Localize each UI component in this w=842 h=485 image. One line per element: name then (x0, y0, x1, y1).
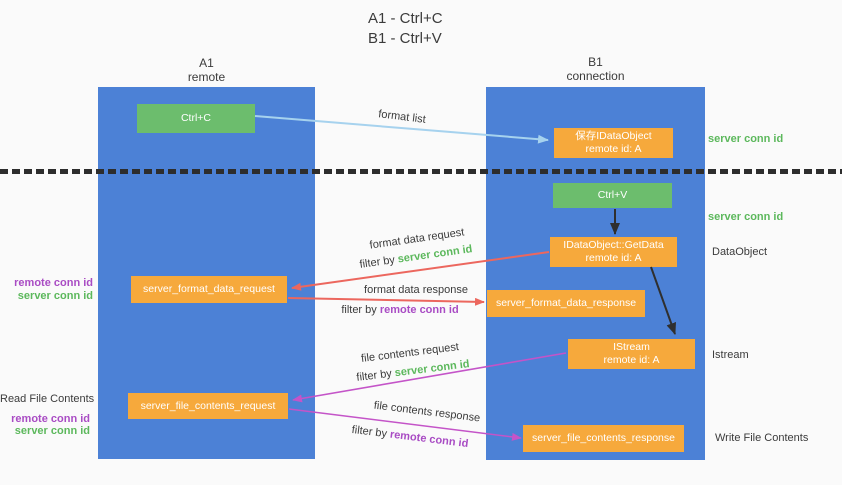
filter-by-text: filter by (341, 304, 380, 316)
node-server-format-data-request: server_format_data_request (131, 276, 287, 303)
filter-by-text: filter by (358, 253, 399, 271)
dotted-divider (0, 169, 842, 174)
filter-by-text: filter by (355, 367, 396, 384)
label-file-contents-response: file contents response (373, 399, 481, 425)
annotation-dataobject: DataObject (712, 246, 768, 258)
file-response-label: server_file_contents_response (531, 432, 675, 444)
label-filter-by-remote-conn-id-1: filter by remote conn id (335, 304, 465, 316)
file-request-label: server_file_contents_request (140, 399, 276, 412)
column-a-role: remote (187, 70, 226, 84)
column-a-header: A1 remote (98, 56, 315, 84)
remote-conn-id-text: remote conn id (389, 428, 469, 451)
node-server-file-contents-response: server_file_contents_response (523, 425, 684, 452)
annotation-istream: Istream (712, 349, 749, 361)
istream-line1: IStream (613, 341, 650, 353)
column-b-name: B1 (588, 55, 603, 69)
node-save-idataobject: 保存IDataObject remote id: A (554, 128, 673, 158)
diagram-title: A1 - Ctrl+C B1 - Ctrl+V (368, 9, 443, 49)
node-ctrl-c: Ctrl+C (137, 104, 255, 133)
annotation-server-conn-id-mid: server conn id (708, 211, 784, 223)
server-conn-id-label: server conn id (14, 425, 90, 437)
istream-line2: remote id: A (603, 354, 660, 366)
node-server-file-contents-request: server_file_contents_request (128, 393, 288, 419)
annotation-read-file-contents-block: Read File Contents remote conn id server… (0, 393, 95, 437)
annotation-server-conn-id-top: server conn id (708, 133, 784, 145)
node-server-format-data-response: server_format_data_response (487, 290, 645, 317)
save-idataobject-line1: 保存IDataObject (575, 130, 652, 142)
ctrl-v-label: Ctrl+V (597, 189, 628, 201)
ctrl-c-label: Ctrl+C (180, 112, 212, 124)
remote-conn-id-label: remote conn id (11, 413, 90, 425)
label-filter-by-remote-conn-id-2: filter by remote conn id (345, 423, 475, 451)
format-response-label: server_format_data_response (495, 297, 637, 309)
node-idataobject-getdata: IDataObject::GetData remote id: A (550, 237, 677, 267)
remote-conn-id-text: remote conn id (379, 304, 459, 316)
server-conn-id-label: server conn id (17, 290, 93, 302)
save-idataobject-line2: remote id: A (585, 143, 642, 155)
annotation-write-file-contents: Write File Contents (715, 432, 809, 444)
column-b-role: connection (566, 69, 625, 83)
title-line-1: A1 - Ctrl+C (368, 10, 443, 27)
getdata-line1: IDataObject::GetData (563, 239, 664, 251)
format-request-label: server_format_data_request (143, 283, 275, 295)
title-line-2: B1 - Ctrl+V (368, 30, 442, 47)
label-format-list: format list (377, 108, 427, 126)
server-conn-id-text: server conn id (394, 358, 471, 380)
remote-conn-id-label: remote conn id (14, 277, 93, 289)
filter-by-text: filter by (351, 423, 391, 441)
annotation-left-conn-ids: remote conn id server conn id (0, 277, 93, 303)
node-istream: IStream remote id: A (568, 339, 695, 369)
column-a-name: A1 (199, 56, 214, 70)
column-b-header: B1 connection (486, 55, 705, 83)
read-file-contents-label: Read File Contents (0, 393, 95, 405)
arrow-format-data-response (287, 297, 485, 306)
server-conn-id-text: server conn id (396, 243, 474, 266)
node-ctrl-v: Ctrl+V (553, 183, 672, 208)
getdata-line2: remote id: A (585, 252, 642, 264)
label-format-data-response: format data response (364, 284, 468, 296)
